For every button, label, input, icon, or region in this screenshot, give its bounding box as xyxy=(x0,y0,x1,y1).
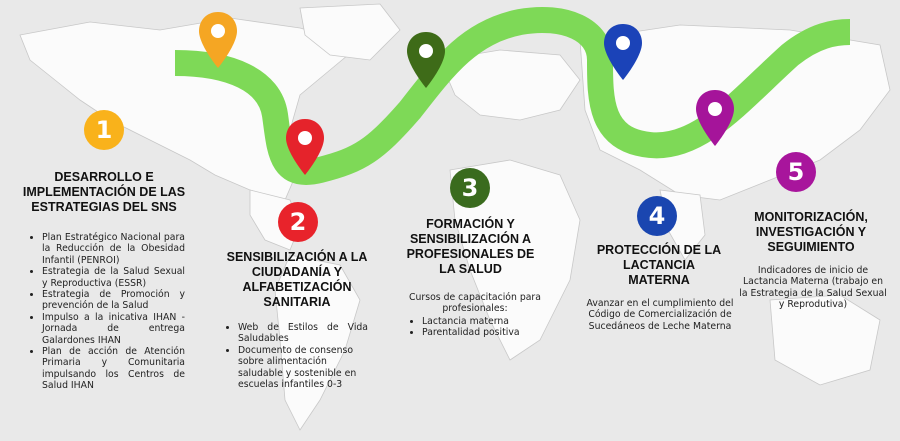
step-5-title: MONITORIZACIÓN, INVESTIGACIÓN Y SEGUIMIE… xyxy=(754,210,868,254)
step-2-list: Web de Estilos de Vida Saludables Docume… xyxy=(226,322,368,390)
step-3-list: Lactancia materna Parentalidad positiva xyxy=(410,316,560,339)
list-item: Estrategia de la Salud Sexual y Reproduc… xyxy=(42,266,185,289)
step-2-title: SENSIBILIZACIÓN A LA CIUDADANÍA Y ALFABE… xyxy=(226,250,368,309)
step-1-title: DESARROLLO E IMPLEMENTACIÓN DE LAS ESTRA… xyxy=(22,170,186,214)
list-item: Plan de acción de Atención Primaria y Co… xyxy=(42,346,185,392)
step-5-text: Indicadores de inicio de Lactancia Mater… xyxy=(739,265,887,311)
europe-shape xyxy=(439,49,581,121)
step-3-number-circle: 3 xyxy=(450,168,490,208)
step-2-number-circle: 2 xyxy=(278,202,318,242)
list-item: Lactancia materna xyxy=(422,316,560,327)
list-item: Estrategia de Promoción y prevención de … xyxy=(42,289,185,312)
location-pin-icon xyxy=(696,90,734,146)
list-item: Parentalidad positiva xyxy=(422,327,560,338)
step-3-title: FORMACIÓN Y SENSIBILIZACIÓN A PROFESIONA… xyxy=(406,217,535,276)
step-1-number-circle: 1 xyxy=(84,110,124,150)
africa-shape xyxy=(449,159,581,361)
list-item: Documento de consenso sobre alimentación… xyxy=(238,345,368,391)
step-4-number-circle: 4 xyxy=(637,196,677,236)
step-5-number-circle: 5 xyxy=(776,152,816,192)
step-4-title: PROTECCIÓN DE LA LACTANCIA MATERNA xyxy=(596,243,722,287)
greenland-shape xyxy=(299,3,401,61)
location-pin-icon xyxy=(286,119,324,175)
list-item: Plan Estratégico Nacional para la Reducc… xyxy=(42,232,185,266)
location-pin-icon xyxy=(199,12,237,68)
step-3-intro: Cursos de capacitación para profesionale… xyxy=(409,292,541,315)
step-1-list: Plan Estratégico Nacional para la Reducc… xyxy=(30,232,185,392)
list-item: Web de Estilos de Vida Saludables xyxy=(238,322,368,345)
location-pin-icon xyxy=(604,24,642,80)
location-pin-icon xyxy=(407,32,445,88)
south-america-shape xyxy=(274,254,361,431)
australia-shape xyxy=(769,294,881,386)
step-4-text: Avanzar en el cumplimiento del Código de… xyxy=(586,298,734,332)
list-item: Impulso a la inicativa IHAN -Jornada de … xyxy=(42,312,185,346)
